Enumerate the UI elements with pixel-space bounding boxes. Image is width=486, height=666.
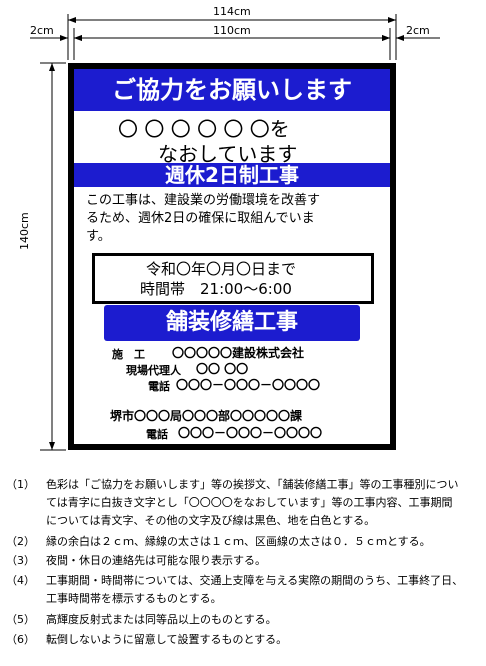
note-2: （2）縁の余白は２ｃｍ、縁線の太さは１ｃｍ、区画線の太さは０．５ｃｍとする。	[6, 535, 431, 548]
greeting-band: ご協力をお願いします	[74, 69, 390, 111]
greeting-text: ご協力をお願いします	[112, 76, 352, 104]
dim-height: 140cm	[18, 212, 31, 250]
note-1-cont2: については青文字、その他の文字及び線は黒色、地を白色とする。	[46, 514, 376, 527]
period-line2: 時間帯 21:00～6:00	[140, 280, 292, 298]
desc-line3: す。	[86, 229, 111, 244]
dimension-lines	[30, 14, 440, 451]
note-3: （3）夜間・休日の連絡先は可能な限り表示する。	[6, 554, 266, 567]
agent-value: 〇〇 〇〇	[196, 362, 249, 376]
note-1-cont1: ては青字に白抜き文字とし「〇〇〇〇をなおしています」等の工事内容、工事期間	[46, 496, 453, 509]
agent-label: 現場代理人	[126, 364, 181, 377]
dim-right-margin: 2cm	[406, 24, 430, 37]
contractor-value: 〇〇〇〇〇建設株式会社	[172, 346, 305, 360]
desc-line1: この工事は、建設業の労働環境を改善す	[86, 193, 321, 208]
work-content-line2: なおしています	[158, 142, 298, 166]
work-type-text: 舗装修繕工事	[165, 310, 298, 335]
note-4: （4）工事期間・時間帯については、交通上支障を与える実際の期間のうち、工事終了日…	[6, 574, 464, 587]
note-1: （1）色彩は「ご協力をお願いします」等の挨拶文、「舗装修繕工事」等の工事種別につ…	[6, 478, 459, 491]
note-4-cont1: 工事時間帯を標示するものとする。	[46, 592, 222, 605]
rest-band: 週休2日制工事	[74, 163, 390, 187]
work-type-box: 舗装修繕工事	[104, 305, 360, 341]
desc-line2: るため、週休2日の確保に取組んでいま	[86, 211, 315, 226]
dim-left-margin: 2cm	[30, 24, 54, 37]
phone-label: 電話	[148, 380, 170, 393]
period-box	[92, 253, 374, 304]
work-content-line1: 〇 〇 〇 〇 〇 〇を	[118, 117, 290, 141]
phone-value: 〇〇〇－〇〇〇－〇〇〇〇	[176, 378, 321, 392]
rest-band-text: 週休2日制工事	[165, 163, 299, 187]
note-5: （5）高輝度反射式または同等品以上のものとする。	[6, 613, 277, 626]
city-phone-value: 〇〇〇－〇〇〇－〇〇〇〇	[178, 426, 323, 440]
city-phone-label: 電話	[146, 428, 168, 441]
period-line1: 令和〇年〇月〇日まで	[146, 260, 297, 278]
dim-total-width: 114cm	[213, 5, 251, 18]
note-6: （6）転倒しないように留意して設置するものとする。	[6, 633, 288, 646]
dim-inner-width: 110cm	[213, 24, 251, 37]
contractor-label: 施 工	[112, 348, 145, 361]
city-dept: 堺市〇〇〇局〇〇〇部〇〇〇〇〇課	[110, 409, 303, 423]
